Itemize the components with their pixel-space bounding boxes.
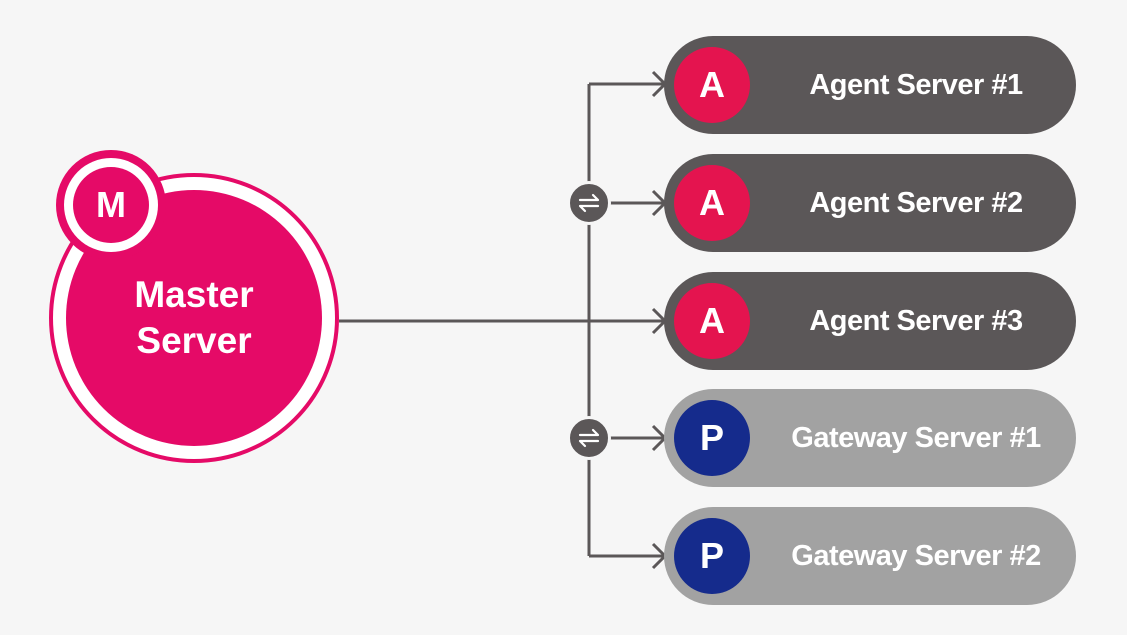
gateway-server-2-label: Gateway Server #2 (791, 539, 1041, 572)
exchange-arrows-glyph (578, 428, 600, 448)
master-label-line1: Master (134, 274, 254, 315)
agent-server-3-label: Agent Server #3 (809, 304, 1023, 337)
agent-server-1-label: Agent Server #1 (809, 68, 1023, 101)
agent-server-2-label: Agent Server #2 (809, 186, 1023, 219)
master-server-label: Master Server (66, 190, 322, 446)
agent-server-2-node: A Agent Server #2 (664, 154, 1076, 252)
agent-server-1-node: A Agent Server #1 (664, 36, 1076, 134)
gateway-badge: P (674, 518, 750, 594)
gateway-server-1-node: P Gateway Server #1 (664, 389, 1076, 487)
agent-badge: A (674, 165, 750, 241)
agent-badge: A (674, 47, 750, 123)
gateway-server-1-label: Gateway Server #1 (791, 421, 1041, 454)
agent-server-3-node: A Agent Server #3 (664, 272, 1076, 370)
agent-badge: A (674, 283, 750, 359)
exchange-arrows-icon (567, 416, 611, 460)
master-label-line2: Server (136, 320, 252, 361)
exchange-arrows-glyph (578, 193, 600, 213)
gateway-server-2-node: P Gateway Server #2 (664, 507, 1076, 605)
gateway-badge: P (674, 400, 750, 476)
master-badge: M (73, 167, 149, 243)
exchange-arrows-icon (567, 181, 611, 225)
